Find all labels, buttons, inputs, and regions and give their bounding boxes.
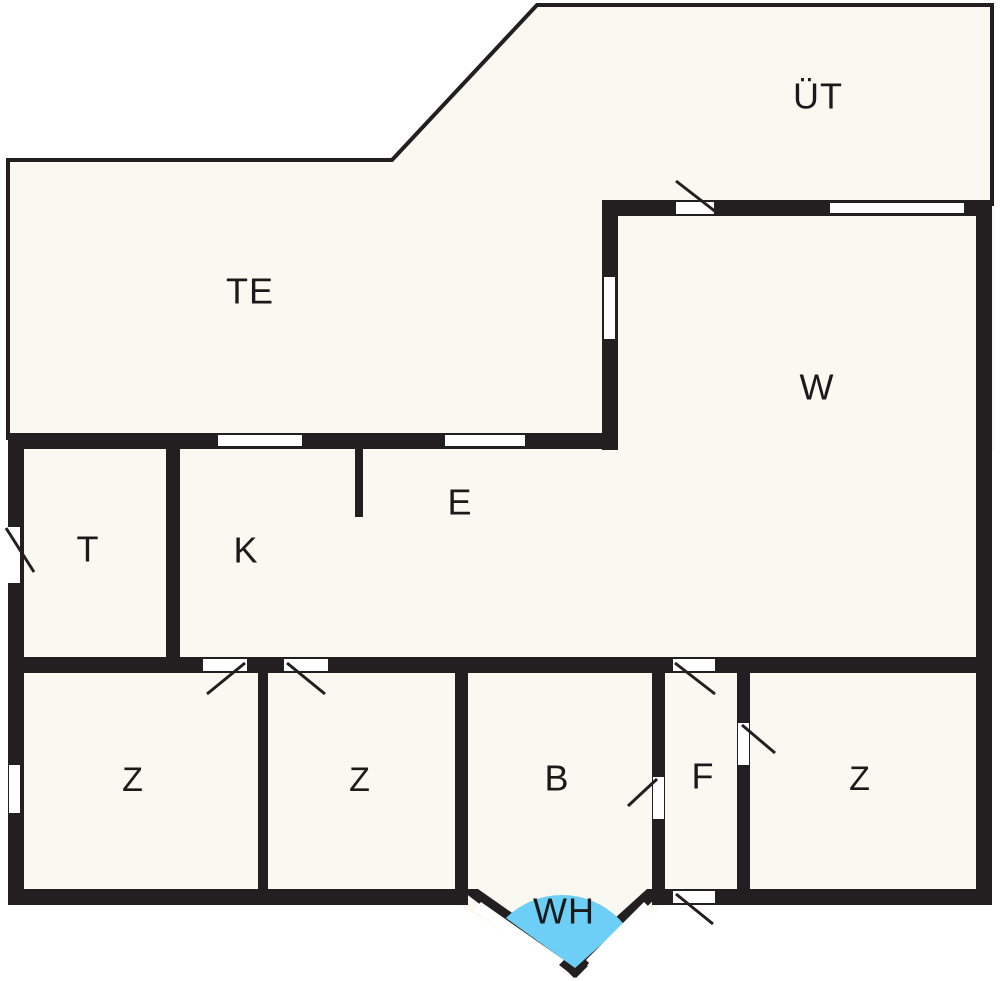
wall-building-right <box>976 200 992 905</box>
wall-bottom-left <box>8 889 468 905</box>
window-w-left <box>604 277 615 339</box>
room-label-f: F <box>692 756 715 797</box>
window-te-lower-right <box>445 435 525 446</box>
opening-door-b-f <box>653 777 664 819</box>
room-label-b: B <box>544 758 569 799</box>
terrace-outline <box>6 3 994 440</box>
wall-t-k-divider <box>166 441 180 665</box>
room-label-ut: ÜT <box>793 76 843 117</box>
window-w-top <box>830 203 964 213</box>
floor-fill-w <box>605 200 995 450</box>
door-swing-f-z3 <box>741 723 776 755</box>
wall-z1-z2-divider <box>258 665 268 897</box>
opening-door-z1 <box>203 659 247 671</box>
window-z1-left <box>9 765 20 813</box>
room-label-t: T <box>77 529 100 570</box>
room-label-z3: Z <box>849 760 871 798</box>
door-swing-f-bot <box>675 892 714 926</box>
room-labels-group: ÜT TE W E T K Z Z B F Z WH <box>77 76 871 932</box>
room-label-z1: Z <box>122 761 144 799</box>
door-swing-t <box>4 527 36 573</box>
room-label-wh: WH <box>533 891 595 932</box>
room-label-w: W <box>800 367 835 408</box>
wall-te-lower <box>8 433 618 449</box>
opening-entry-door-right <box>586 902 652 968</box>
opening-entry-door-left <box>473 902 564 968</box>
wall-kitchen-stub <box>355 445 363 517</box>
opening-door-f-z3 <box>738 723 749 765</box>
room-label-k: K <box>233 530 258 571</box>
door-swing-z1 <box>206 661 246 696</box>
wall-mid-horizontal <box>8 657 992 673</box>
room-label-te: TE <box>226 271 274 312</box>
wall-bottom-right <box>652 889 992 905</box>
window-te-lower-left <box>218 435 302 446</box>
room-label-e: E <box>447 482 472 523</box>
door-swings-group <box>4 179 776 926</box>
floor-fill-terrace <box>8 5 992 440</box>
door-swing-ut-w <box>675 179 717 214</box>
door-swing-f-top <box>674 661 716 696</box>
opening-door-t-outer <box>8 527 20 583</box>
room-label-z2: Z <box>349 761 371 799</box>
door-swing-z2 <box>286 661 326 696</box>
wall-z2-b-divider <box>455 665 468 905</box>
wall-f-z3-divider <box>737 665 750 897</box>
door-swing-b-f <box>626 777 659 808</box>
opening-door-ut-w <box>676 202 714 214</box>
